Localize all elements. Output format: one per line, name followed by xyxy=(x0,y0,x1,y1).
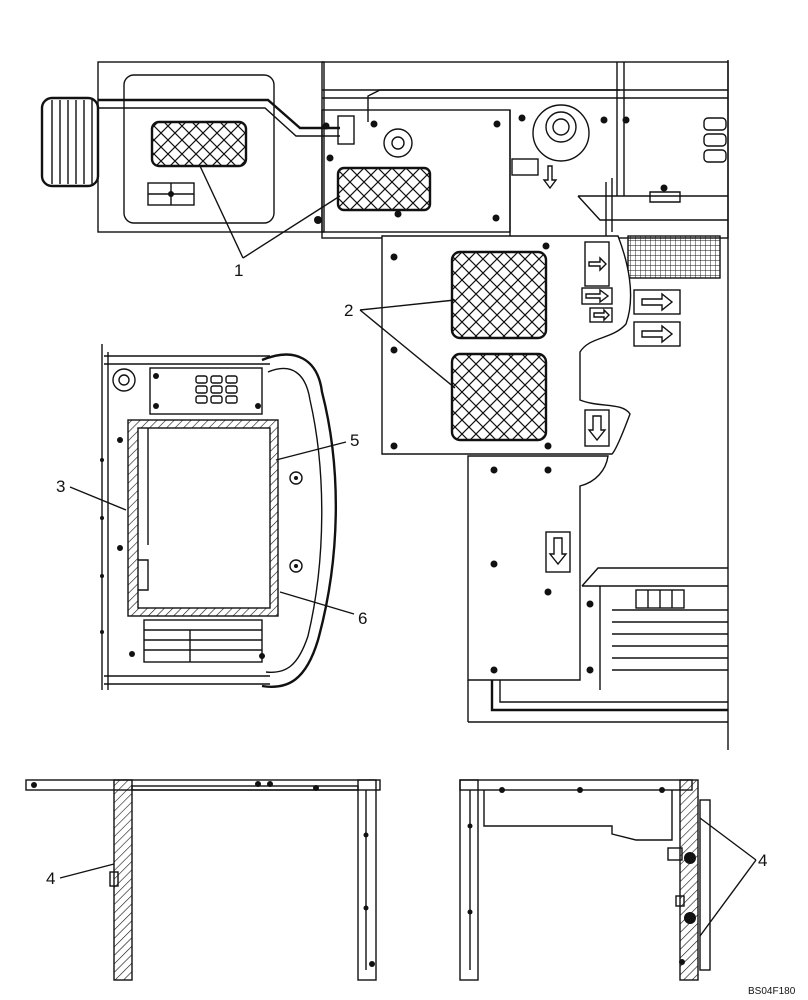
callout-4-left: 4 xyxy=(46,869,55,888)
callout-5: 5 xyxy=(350,431,359,450)
cab-view xyxy=(100,344,337,690)
callout-1: 1 xyxy=(234,261,243,280)
side-panel xyxy=(381,235,632,455)
lower-panel xyxy=(467,60,729,750)
callout-4-right: 4 xyxy=(758,851,767,870)
callout-6: 6 xyxy=(358,609,367,628)
top-assembly xyxy=(40,61,729,279)
callout-leaders xyxy=(59,165,757,937)
ribbed-cap xyxy=(40,96,100,188)
callout-2: 2 xyxy=(344,301,353,320)
figure-reference-code: BS04F180 xyxy=(748,986,796,997)
profile-left xyxy=(25,779,381,981)
profile-right xyxy=(459,779,711,981)
callout-3: 3 xyxy=(56,477,65,496)
right-arrow-signs xyxy=(633,289,681,347)
